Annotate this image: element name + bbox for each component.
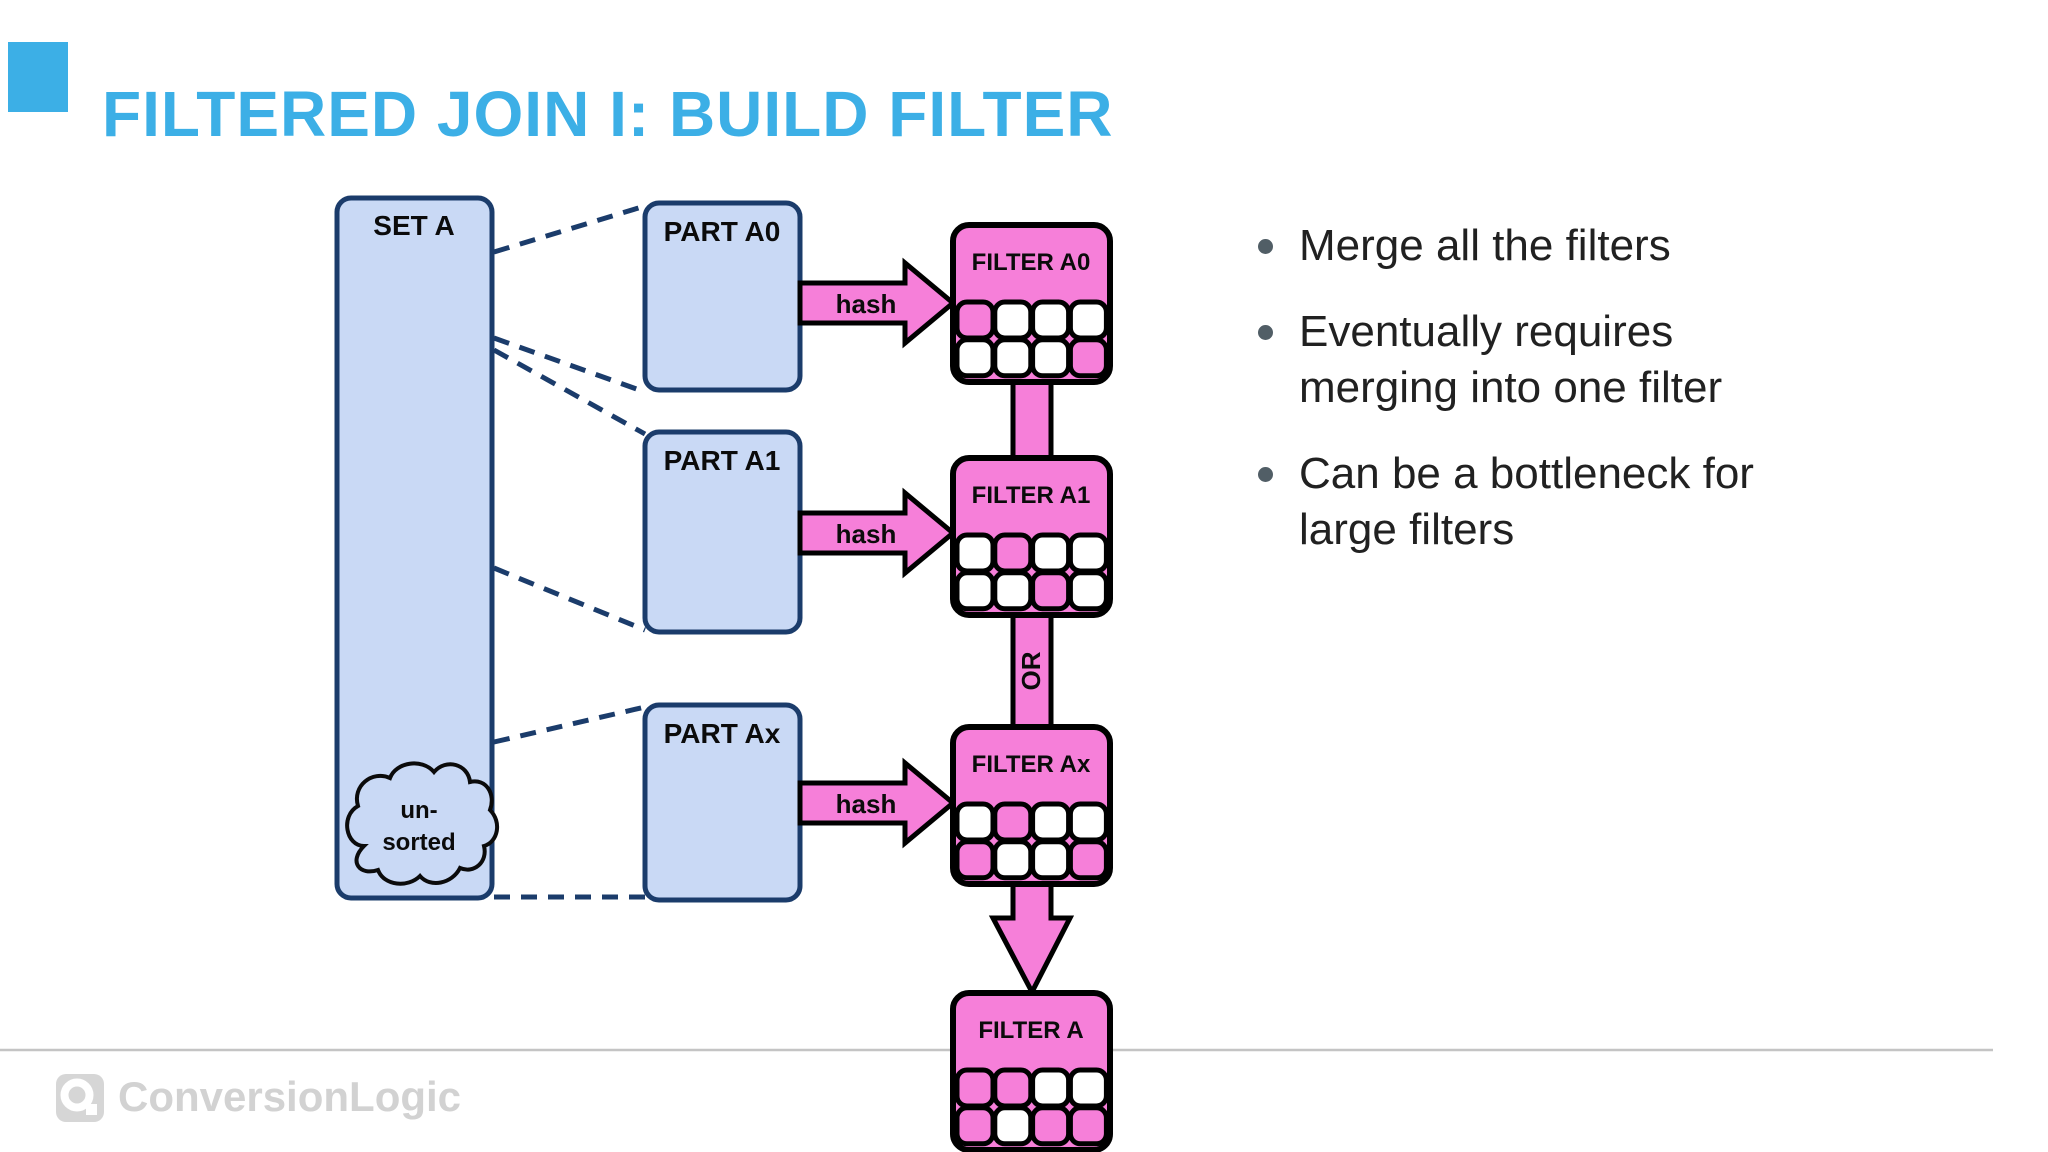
- filter-cell: [954, 801, 996, 843]
- dashed-line: [492, 347, 647, 437]
- set-a-box: SET A un- sorted: [334, 195, 500, 901]
- bullet-dot: [1258, 467, 1273, 482]
- filter-ax-label: FILTER Ax: [972, 751, 1091, 778]
- filter-a1-box: FILTER A1: [950, 455, 1113, 618]
- filter-cell: [954, 1067, 996, 1109]
- notes-bullet-list: Merge all the filters Eventually require…: [1258, 218, 1828, 588]
- page-title: FILTERED JOIN I: BUILD FILTER: [102, 77, 1114, 150]
- filter-cell: [1067, 299, 1109, 341]
- filter-cell: [1030, 839, 1072, 881]
- bullet-dot: [1258, 325, 1273, 340]
- filter-cell: [992, 839, 1034, 881]
- filter-cell: [1067, 337, 1109, 379]
- conversionlogic-logo: ConversionLogic: [56, 1073, 461, 1122]
- filter-a0-label: FILTER A0: [972, 249, 1091, 276]
- part-a1-box: PART A1: [642, 429, 803, 635]
- dashed-line: [493, 565, 646, 633]
- filter-cell: [1030, 1105, 1072, 1147]
- filter-cell: [954, 839, 996, 881]
- dashed-line: [493, 704, 646, 745]
- or-connector-a0-a1: [1010, 367, 1054, 473]
- filter-cell: [1067, 801, 1109, 843]
- filter-cell: [1030, 532, 1072, 574]
- filter-cell: [992, 570, 1034, 612]
- bullet-dot: [1258, 239, 1273, 254]
- hash-arrow-shape: [797, 257, 957, 349]
- bullet-text: Can be a bottleneck for large filters: [1299, 449, 1754, 554]
- filter-a-merged-box: FILTER A: [950, 990, 1113, 1152]
- filter-a-label: FILTER A: [978, 1017, 1083, 1044]
- part-ax-box: PART Ax: [642, 702, 803, 903]
- list-item: Can be a bottleneck for large filters: [1258, 446, 1828, 558]
- cloud-label-line1: un-: [400, 797, 437, 824]
- part-a0-label: PART A0: [664, 216, 781, 247]
- filter-cell: [1030, 337, 1072, 379]
- filter-cell: [992, 1105, 1034, 1147]
- filter-cell: [1067, 839, 1109, 881]
- merge-down-arrow: [988, 867, 1075, 998]
- part-ax-label: PART Ax: [664, 718, 781, 749]
- logo-icon-ring: [60, 1078, 94, 1112]
- bullet-text: Eventually requires merging into one fil…: [1299, 307, 1723, 412]
- filter-cell: [1067, 532, 1109, 574]
- filter-cell: [992, 1067, 1034, 1109]
- or-label: OR: [1016, 651, 1046, 690]
- filter-cell: [992, 337, 1034, 379]
- filter-cell: [992, 299, 1034, 341]
- filter-cell: [954, 532, 996, 574]
- hash-label: hash: [836, 289, 897, 319]
- filter-cell: [954, 337, 996, 379]
- filter-ax-grid: [954, 801, 1109, 881]
- filter-cell: [992, 801, 1034, 843]
- set-a-label: SET A: [373, 210, 454, 241]
- filter-cell: [1067, 1105, 1109, 1147]
- cloud-label-line2: sorted: [382, 829, 455, 856]
- filter-a0-grid: [954, 299, 1109, 379]
- filter-cell: [1067, 570, 1109, 612]
- filter-cell: [1030, 801, 1072, 843]
- filter-cell: [954, 570, 996, 612]
- filter-cell: [1030, 299, 1072, 341]
- hash-label: hash: [836, 519, 897, 549]
- hash-label: hash: [836, 789, 897, 819]
- filter-cell: [954, 1105, 996, 1147]
- list-item: Merge all the filters: [1258, 218, 1828, 274]
- hash-arrow-a0: hash: [797, 257, 957, 349]
- filter-cell: [954, 299, 996, 341]
- filter-ax-box: FILTER Ax: [950, 724, 1113, 887]
- set-a-rect: [334, 195, 495, 901]
- filter-a1-label: FILTER A1: [972, 482, 1091, 509]
- filter-cell: [1030, 1067, 1072, 1109]
- filter-a1-grid: [954, 532, 1109, 612]
- dashed-line: [493, 203, 646, 255]
- partition-dashed-lines: [492, 203, 647, 900]
- filter-cell: [992, 532, 1034, 574]
- bullet-text: Merge all the filters: [1299, 221, 1671, 270]
- title-accent-square: [8, 42, 68, 112]
- unsorted-cloud: [345, 761, 500, 886]
- part-a1-label: PART A1: [664, 445, 781, 476]
- filter-cell: [1067, 1067, 1109, 1109]
- hash-arrow-a1: hash: [797, 487, 957, 579]
- logo-icon-dot: [86, 1104, 97, 1115]
- filter-a0-box: FILTER A0: [950, 222, 1113, 385]
- list-item: Eventually requires merging into one fil…: [1258, 304, 1828, 416]
- logo-text: ConversionLogic: [118, 1073, 461, 1120]
- hash-arrow-shape: [797, 757, 957, 849]
- hash-arrow-shape: [797, 487, 957, 579]
- hash-arrow-ax: hash: [797, 757, 957, 849]
- filter-cell: [1030, 570, 1072, 612]
- part-a0-box: PART A0: [642, 200, 803, 393]
- filter-a-grid: [954, 1067, 1109, 1147]
